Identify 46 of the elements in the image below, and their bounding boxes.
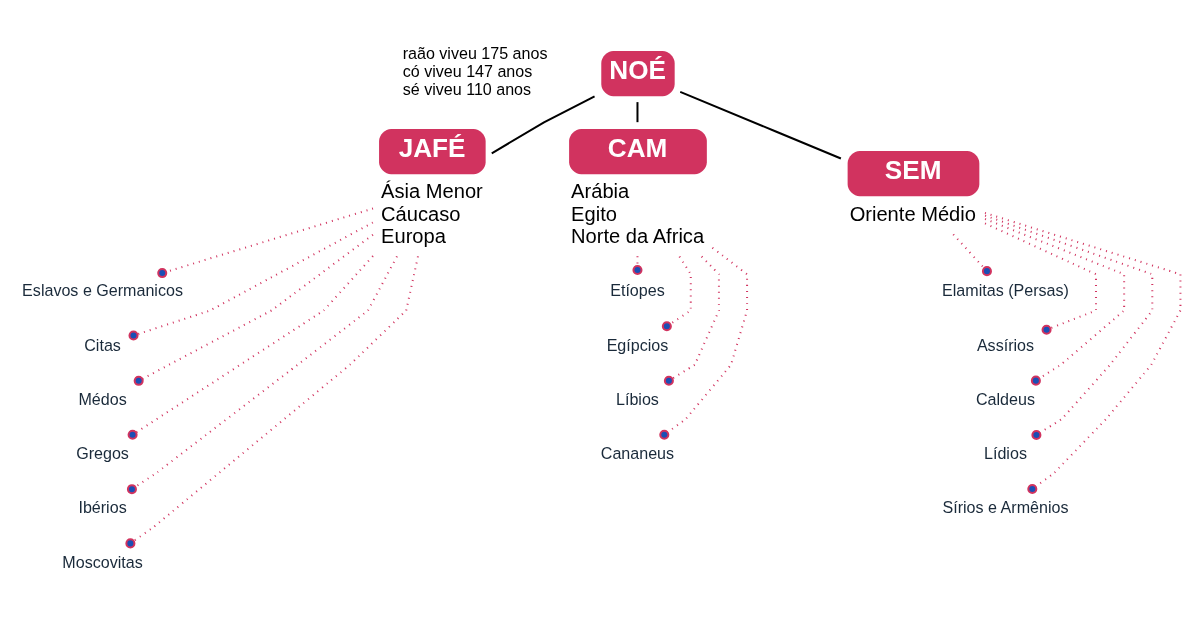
node-text: Médos bbox=[78, 389, 127, 408]
connector bbox=[128, 221, 374, 341]
connector bbox=[679, 90, 842, 159]
node-text: Ibérios bbox=[78, 497, 127, 516]
node-label: Oriente Médio bbox=[849, 202, 976, 224]
node-box: CAM bbox=[569, 128, 707, 174]
connector bbox=[984, 221, 1097, 335]
label: có viveu 147 anos bbox=[402, 61, 533, 80]
connector bbox=[157, 207, 374, 278]
connector bbox=[133, 233, 374, 386]
node-box: SEM bbox=[847, 150, 980, 196]
label: raão viveu 175 anos bbox=[402, 43, 548, 62]
node-label: Egito bbox=[571, 202, 617, 224]
node-text: Eslavos e Germanicos bbox=[22, 280, 183, 299]
connector bbox=[952, 233, 992, 276]
node-text: Cananeus bbox=[600, 443, 675, 462]
connector bbox=[984, 217, 1126, 386]
connector bbox=[636, 101, 639, 122]
node-label: Arábia bbox=[571, 179, 630, 202]
connector bbox=[661, 255, 692, 331]
node-box: NOÉ bbox=[601, 50, 675, 96]
node-text: Sírios e Armênios bbox=[942, 497, 1069, 516]
node-label: Ásia Menor bbox=[381, 179, 483, 202]
node-text: Gregos bbox=[76, 443, 129, 462]
node-text: Assírios bbox=[976, 335, 1035, 354]
connector bbox=[125, 255, 419, 548]
connector bbox=[659, 246, 749, 440]
node-label: Europa bbox=[381, 224, 446, 247]
connector bbox=[126, 255, 398, 494]
node-text: Elamitas (Persas) bbox=[942, 280, 1069, 299]
node-text: Egípcios bbox=[606, 335, 669, 354]
connector bbox=[984, 214, 1154, 440]
connector bbox=[127, 254, 374, 440]
node-box: JAFÉ bbox=[379, 128, 486, 174]
connector bbox=[984, 211, 1182, 494]
node-label: Norte da Africa bbox=[571, 224, 705, 247]
connector bbox=[663, 255, 720, 386]
node-label: Cáucaso bbox=[381, 202, 461, 224]
node-text: Etíopes bbox=[610, 280, 665, 299]
label: sé viveu 110 anos bbox=[402, 79, 532, 98]
node-text: Citas bbox=[84, 335, 121, 354]
node-text: Caldeus bbox=[975, 389, 1035, 408]
connector bbox=[491, 94, 595, 154]
node-text: Líbios bbox=[616, 389, 659, 408]
node-text: Moscovitas bbox=[62, 552, 143, 571]
node-text: Lídios bbox=[984, 443, 1027, 462]
